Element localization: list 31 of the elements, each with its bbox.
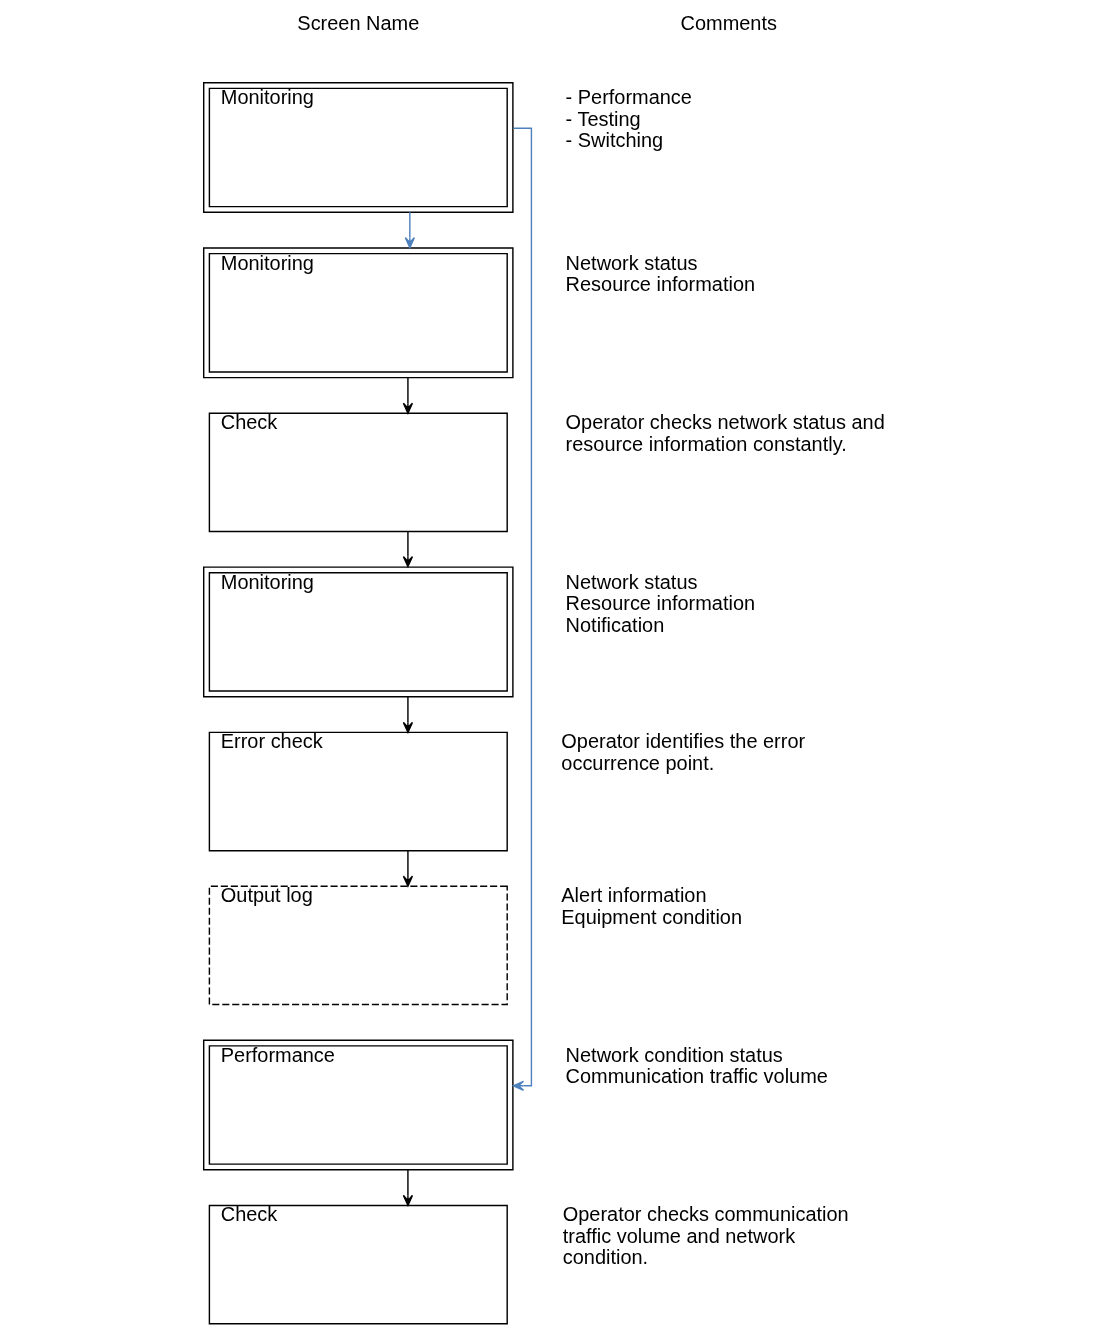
node-box: Output log xyxy=(208,885,508,1006)
node-label: Operator identifies the error occurrence point. xyxy=(561,730,806,774)
node-label: Equipment condition xyxy=(561,905,743,928)
arrow xyxy=(402,850,414,887)
node-label: Resource information xyxy=(565,592,756,615)
node-label: Resource information xyxy=(565,272,756,295)
arrow xyxy=(402,377,414,414)
node-label: - Testing xyxy=(565,107,641,130)
node-label: Alert information xyxy=(561,884,707,907)
node-box: Monitoring xyxy=(203,81,514,214)
node-label: Operator checks communication traffic volume and network condition. xyxy=(562,1203,849,1269)
node-box: Monitoring xyxy=(203,566,514,698)
arrow xyxy=(402,1169,414,1207)
node-label: Network status xyxy=(565,251,698,274)
node-label: Communication traffic volume xyxy=(565,1065,828,1088)
node-label: Notification xyxy=(565,613,665,636)
node-box: Error check xyxy=(208,731,508,852)
label: Comments xyxy=(680,12,777,35)
arrow xyxy=(402,531,414,568)
label: Screen Name xyxy=(297,12,420,35)
node-label: - Performance xyxy=(565,86,692,109)
node-box: Check xyxy=(208,1204,508,1325)
node-box: Check xyxy=(208,412,508,533)
node-box: Monitoring xyxy=(203,247,514,379)
node-box: Performance xyxy=(203,1039,514,1171)
node-label: Network condition status xyxy=(565,1043,783,1066)
node-label: Network status xyxy=(565,570,698,593)
arrow xyxy=(404,211,416,249)
arrow xyxy=(402,696,414,734)
node-label: - Switching xyxy=(565,129,664,152)
node-label: Operator checks network status and resource information constantly. xyxy=(565,411,885,455)
